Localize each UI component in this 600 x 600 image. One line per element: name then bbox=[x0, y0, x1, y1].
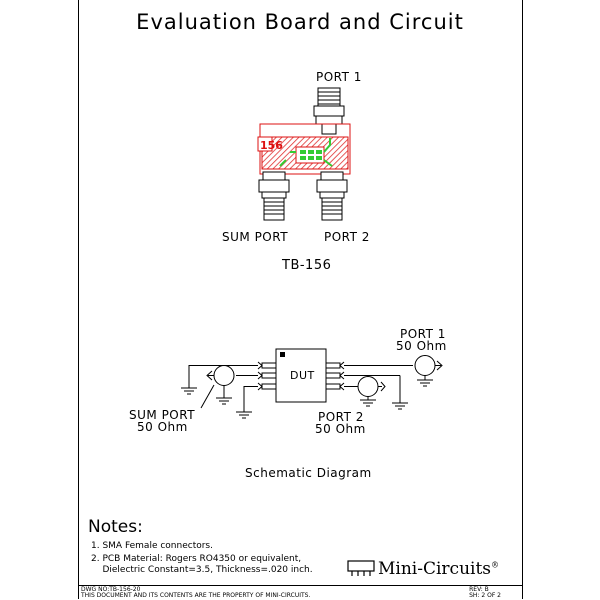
schematic-port1-impedance: 50 Ohm bbox=[396, 339, 447, 353]
port1-connector-icon bbox=[313, 87, 345, 135]
pcb-substrate bbox=[261, 136, 349, 170]
pin1-marker bbox=[280, 352, 285, 357]
board-model-label: TB-156 bbox=[282, 258, 332, 273]
brand-registered-mark: ® bbox=[491, 560, 500, 570]
schematic-sum-port-label: SUM PORT bbox=[129, 408, 196, 422]
schematic-sum-impedance: 50 Ohm bbox=[137, 420, 188, 434]
mini-circuits-logo-icon bbox=[347, 560, 375, 576]
footer-left: DWG NO:TB-156-20 THIS DOCUMENT AND ITS C… bbox=[81, 587, 310, 599]
board-sum-port-label: SUM PORT bbox=[222, 230, 289, 244]
drawing-number: DWG NO:TB-156-20 bbox=[81, 586, 141, 593]
schematic-port2-impedance: 50 Ohm bbox=[315, 422, 366, 436]
note-item: 1. SMA Female connectors. bbox=[91, 541, 213, 551]
pcb-label-box bbox=[257, 136, 273, 152]
revision: REV: B bbox=[469, 586, 489, 593]
board-port2-label: PORT 2 bbox=[324, 230, 370, 244]
schematic-diagram bbox=[181, 348, 443, 419]
brand-text: Mini-Circuits bbox=[378, 559, 492, 579]
title-block-footer: DWG NO:TB-156-20 THIS DOCUMENT AND ITS C… bbox=[78, 585, 523, 600]
sheet-number: SH: 2 OF 2 bbox=[469, 592, 501, 599]
pcb-designator: 156 bbox=[260, 139, 283, 152]
note-item: Dielectric Constant=3.5, Thickness=.020 … bbox=[91, 565, 313, 575]
footer-right: REV: B SH: 2 OF 2 bbox=[469, 587, 501, 599]
port2-connector-icon bbox=[316, 171, 348, 221]
notes-heading: Notes: bbox=[88, 517, 143, 537]
brand-name: Mini-Circuits® bbox=[378, 559, 499, 579]
drawing-frame bbox=[78, 0, 523, 599]
sum-port-connector-icon bbox=[258, 171, 290, 221]
note-item: 2. PCB Material: Rogers RO4350 or equiva… bbox=[91, 554, 302, 564]
schematic-port1-label: PORT 1 bbox=[400, 327, 446, 341]
schematic-caption: Schematic Diagram bbox=[245, 466, 372, 480]
board-port1-label: PORT 1 bbox=[316, 70, 362, 84]
page-title: Evaluation Board and Circuit bbox=[136, 10, 464, 34]
schematic-port2-label: PORT 2 bbox=[318, 410, 364, 424]
pcb-traces bbox=[279, 138, 333, 167]
dut-label: DUT bbox=[290, 369, 315, 382]
disclaimer: THIS DOCUMENT AND ITS CONTENTS ARE THE P… bbox=[81, 592, 311, 599]
